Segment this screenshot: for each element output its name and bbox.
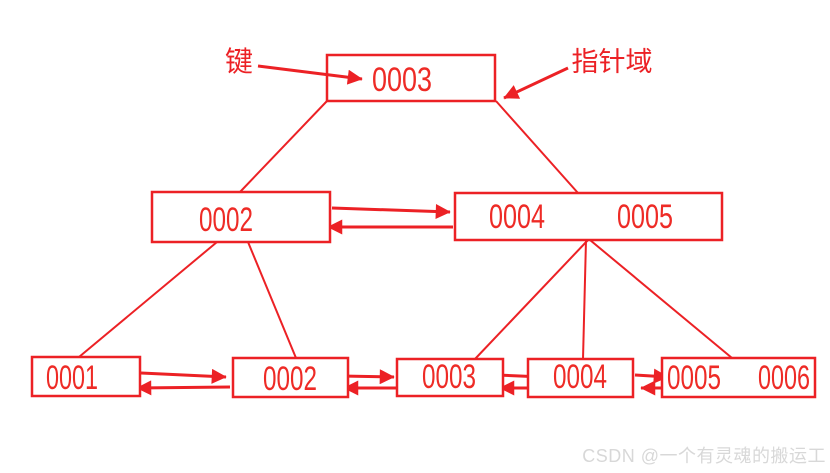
- leaf-key-0002: 0002: [263, 360, 317, 398]
- edge-internal-right-to-leaf-0005: [589, 239, 733, 359]
- edge-internal-left-to-leaf-0002: [247, 241, 297, 359]
- next-arrow-leaf1-to-leaf2: [140, 368, 227, 384]
- pointer-field-label: 指针域: [572, 47, 653, 77]
- edge-root-to-internal-right: [495, 100, 579, 194]
- annotations: 键 指针域: [225, 46, 653, 100]
- internal-right-key-1: 0004: [489, 198, 545, 236]
- key-annotation-arrow: [257, 64, 363, 85]
- next-arrow-internal-left-to-right: [331, 204, 451, 220]
- internal-right-node-box: [453, 191, 724, 242]
- internal-left-key: 0002: [199, 201, 253, 239]
- next-arrow-leaf2-to-leaf3: [340, 369, 395, 385]
- edge-root-to-internal-left: [239, 100, 328, 193]
- leaf-key-0006: 0006: [758, 359, 810, 397]
- edge-internal-right-to-leaf-0003: [474, 239, 589, 360]
- leaf-node-box-0004: [526, 357, 635, 399]
- edge-internal-right-to-leaf-0004: [582, 239, 587, 360]
- edge-internal-left-to-leaf-0001: [78, 241, 218, 358]
- node-key-labels: 0003 0002 0004 0005 0001 0002 0003 0004 …: [46, 61, 810, 398]
- leaf-node-box-0001: [30, 355, 142, 398]
- tree-edges: [78, 100, 733, 360]
- prev-arrow-leaf2-to-leaf1: [136, 380, 231, 396]
- internal-left-node-box: [150, 190, 332, 244]
- csdn-watermark: CSDN @一个有灵魂的搬运工: [582, 446, 826, 466]
- leaf-key-0001: 0001: [46, 359, 98, 397]
- leaf-key-0004: 0004: [553, 358, 607, 396]
- internal-right-key-2: 0005: [617, 198, 673, 236]
- leaf-node-box-0003: [395, 357, 505, 398]
- leaf-key-0005: 0005: [667, 359, 721, 397]
- leaf-node-box-0005-0006: [660, 356, 817, 399]
- leaf-node-box-0002: [231, 356, 350, 399]
- root-key: 0003: [372, 61, 432, 99]
- leaf-key-0003: 0003: [422, 358, 476, 396]
- pointer-annotation-arrow: [503, 66, 569, 100]
- key-label: 键: [225, 46, 253, 77]
